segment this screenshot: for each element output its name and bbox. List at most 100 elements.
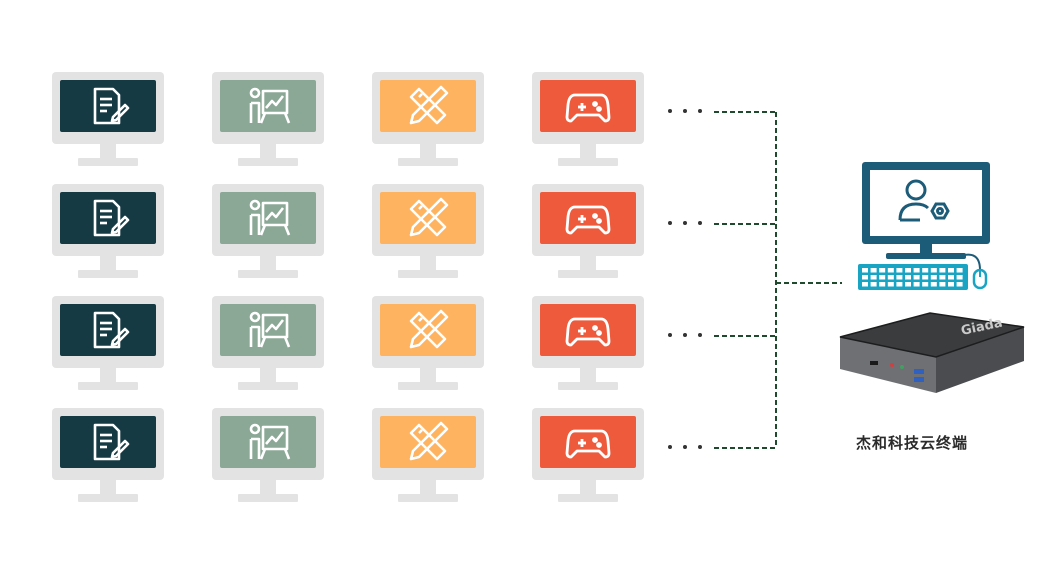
client-monitor-gaming	[532, 408, 644, 508]
ellipsis-dots	[668, 333, 710, 339]
key	[862, 275, 868, 280]
monitor-neck	[260, 144, 276, 160]
client-monitor-gaming	[532, 72, 644, 172]
monitor-stand	[78, 494, 138, 502]
dot	[668, 221, 672, 225]
monitor-stand	[78, 270, 138, 278]
key	[913, 275, 920, 280]
client-monitor-teaching	[212, 296, 324, 396]
dot	[698, 445, 702, 449]
monitor-screen	[60, 192, 156, 244]
mouse-icon	[959, 253, 988, 290]
key	[913, 282, 920, 287]
client-monitor-teaching	[212, 408, 324, 508]
monitor-stand	[78, 158, 138, 166]
key	[948, 275, 954, 280]
dot	[668, 109, 672, 113]
monitor-stand	[238, 494, 298, 502]
key	[870, 275, 877, 280]
gamepad-icon	[565, 83, 611, 129]
key	[870, 282, 877, 287]
ellipsis-dots	[668, 109, 710, 115]
key	[930, 282, 937, 287]
monitor-neck	[100, 480, 116, 496]
monitor-screen	[220, 80, 316, 132]
dot	[668, 445, 672, 449]
dot	[668, 333, 672, 337]
monitor-neck	[420, 368, 436, 384]
gamepad-icon	[565, 307, 611, 353]
monitor-neck	[580, 144, 596, 160]
document-edit-icon	[85, 419, 131, 465]
key	[930, 275, 937, 280]
key	[948, 268, 954, 273]
monitor-stand	[238, 382, 298, 390]
key	[879, 268, 886, 273]
ellipsis-dots	[668, 445, 710, 451]
monitor-stand	[398, 270, 458, 278]
monitor-screen	[380, 80, 476, 132]
gamepad-icon	[565, 419, 611, 465]
keyboard-icon	[858, 264, 968, 290]
monitor-stand	[398, 158, 458, 166]
monitor-neck	[580, 368, 596, 384]
monitor-stand	[558, 270, 618, 278]
pencil-ruler-icon	[405, 307, 451, 353]
key	[930, 268, 937, 273]
gamepad-icon	[565, 195, 611, 241]
client-monitor-teaching	[212, 184, 324, 284]
key	[939, 268, 946, 273]
key	[879, 275, 886, 280]
monitor-neck	[420, 144, 436, 160]
client-monitor-document	[52, 72, 164, 172]
key	[905, 282, 911, 287]
monitor-neck	[420, 480, 436, 496]
client-monitor-document	[52, 184, 164, 284]
monitor-stand	[238, 158, 298, 166]
monitor-screen	[380, 416, 476, 468]
mini-pc-device: Giada	[839, 312, 1025, 393]
ellipsis-dots	[668, 221, 710, 227]
key	[887, 282, 894, 287]
key	[905, 275, 911, 280]
monitor-stand	[78, 382, 138, 390]
document-edit-icon	[85, 83, 131, 129]
monitor-stand	[398, 382, 458, 390]
key	[956, 282, 963, 287]
dot	[683, 109, 687, 113]
key	[956, 268, 963, 273]
presentation-icon	[245, 419, 291, 465]
key	[922, 268, 929, 273]
key	[879, 282, 886, 287]
server-monitor-neck	[920, 244, 932, 254]
device-caption: 杰和科技云终端	[856, 434, 969, 452]
monitor-screen	[220, 192, 316, 244]
key	[896, 282, 903, 287]
key	[922, 275, 929, 280]
key	[870, 268, 877, 273]
server-monitor-screen	[870, 170, 982, 236]
key	[862, 282, 868, 287]
client-monitor-gaming	[532, 184, 644, 284]
monitor-screen	[60, 416, 156, 468]
monitor-screen	[540, 80, 636, 132]
pencil-ruler-icon	[405, 83, 451, 129]
presentation-icon	[245, 307, 291, 353]
key	[939, 275, 946, 280]
dot	[698, 109, 702, 113]
monitor-screen	[380, 304, 476, 356]
monitor-screen	[220, 416, 316, 468]
monitor-screen	[540, 304, 636, 356]
document-edit-icon	[85, 195, 131, 241]
client-monitor-design	[372, 184, 484, 284]
dot	[698, 333, 702, 337]
monitor-neck	[100, 368, 116, 384]
pencil-ruler-icon	[405, 419, 451, 465]
client-monitor-teaching	[212, 72, 324, 172]
user-settings-icon	[898, 179, 950, 222]
dot	[698, 221, 702, 225]
monitor-neck	[260, 256, 276, 272]
dot	[683, 333, 687, 337]
